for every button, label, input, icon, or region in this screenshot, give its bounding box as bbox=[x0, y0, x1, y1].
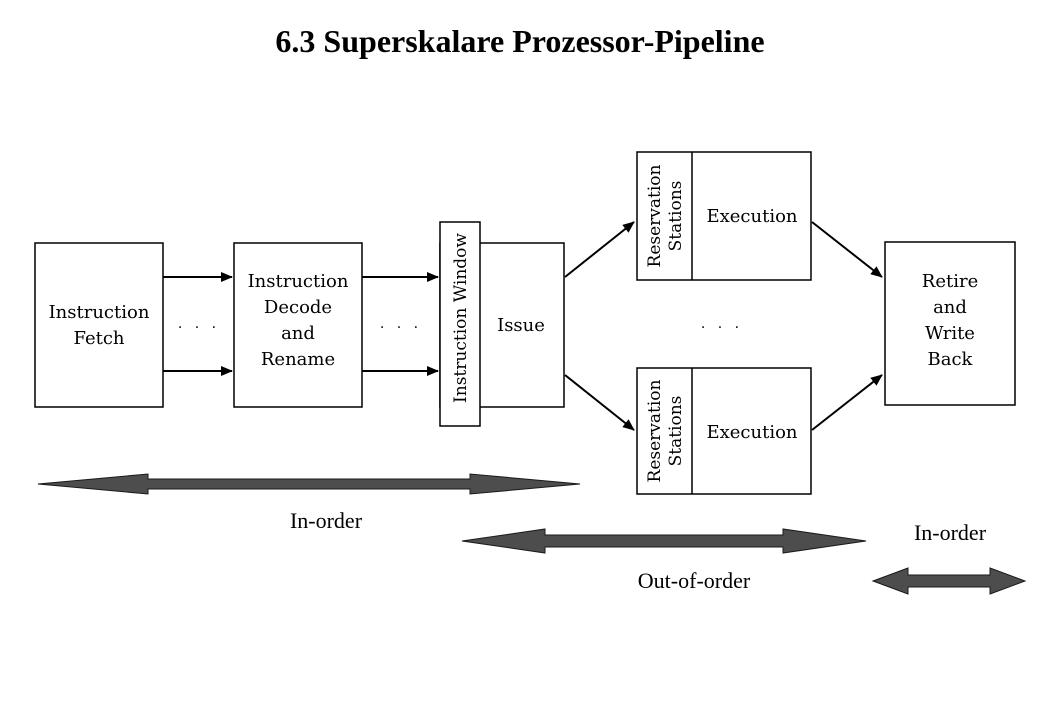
arrow-exec-top-to-retire bbox=[811, 221, 883, 278]
retire-writeback-box: Retire and Write Back bbox=[884, 241, 1016, 406]
decode-label-line-2: Decode bbox=[264, 297, 332, 318]
in-order-front-label: In-order bbox=[290, 508, 363, 533]
arrow-issue-to-exec-bottom bbox=[564, 374, 635, 431]
in-order-front-span-arrow bbox=[37, 473, 581, 495]
instruction-decode-box: Instruction Decode and Rename bbox=[233, 242, 363, 408]
arrow-exec-bottom-to-retire bbox=[811, 374, 883, 431]
arrow-issue-to-exec-top bbox=[564, 221, 635, 278]
execution-top-label: Execution bbox=[706, 206, 797, 227]
ellipsis-decode-window: . . . bbox=[380, 316, 422, 332]
reservation-stations-bottom-line-2: Stations bbox=[666, 396, 686, 467]
reservation-stations-bottom-line-1: Reservation bbox=[645, 379, 665, 482]
in-order-back-span-arrow bbox=[871, 567, 1027, 595]
execution-unit-top: Reservation Stations Execution bbox=[636, 151, 812, 281]
decode-label-line-3: and bbox=[281, 323, 315, 344]
instruction-window-box: Instruction Window bbox=[439, 221, 481, 427]
instruction-window-label: Instruction Window bbox=[451, 233, 471, 403]
execution-bottom-label: Execution bbox=[706, 422, 797, 443]
execution-unit-bottom: Reservation Stations Execution bbox=[636, 367, 812, 495]
decode-label-line-4: Rename bbox=[261, 349, 335, 370]
retire-label-line-4: Back bbox=[928, 349, 974, 370]
fetch-label-line-2: Fetch bbox=[73, 328, 124, 349]
retire-label-line-3: Write bbox=[925, 323, 975, 344]
ellipsis-exec-units: . . . bbox=[701, 316, 743, 332]
decode-label-line-1: Instruction bbox=[248, 271, 349, 292]
instruction-fetch-box: Instruction Fetch bbox=[34, 242, 164, 408]
in-order-back-label: In-order bbox=[914, 520, 987, 545]
reservation-stations-top-line-2: Stations bbox=[666, 181, 686, 252]
reservation-stations-top-line-1: Reservation bbox=[645, 164, 665, 267]
fetch-label-line-1: Instruction bbox=[49, 302, 150, 323]
ellipsis-fetch-decode: . . . bbox=[178, 316, 220, 332]
page-title: 6.3 Superskalare Prozessor-Pipeline bbox=[275, 23, 764, 59]
retire-label-line-2: and bbox=[933, 297, 967, 318]
issue-label: Issue bbox=[497, 315, 545, 336]
out-of-order-label: Out-of-order bbox=[638, 568, 751, 593]
out-of-order-span-arrow bbox=[461, 528, 867, 554]
retire-label-line-1: Retire bbox=[922, 271, 978, 292]
